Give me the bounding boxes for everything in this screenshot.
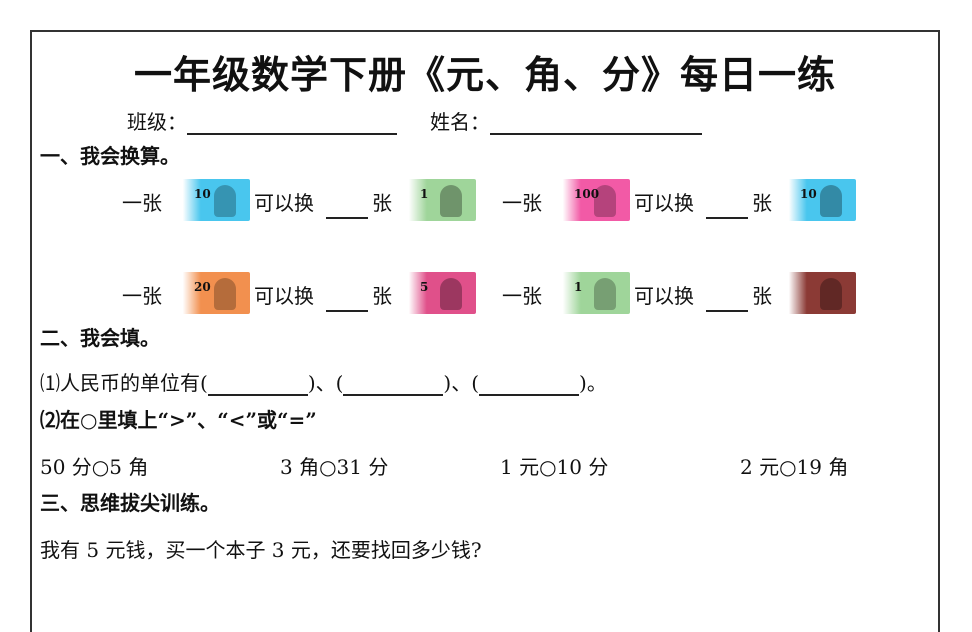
- banknote-image: 10: [168, 179, 250, 221]
- name-input[interactable]: [490, 113, 702, 135]
- comparison-1[interactable]: 50 分○5 角: [40, 455, 149, 479]
- answer-blank[interactable]: [326, 217, 368, 219]
- class-input[interactable]: [187, 113, 397, 135]
- q1-sep: )、(: [443, 371, 480, 395]
- banknote-value: 10: [194, 187, 211, 201]
- comparison-4[interactable]: 2 元○19 角: [740, 455, 849, 479]
- answer-blank[interactable]: [706, 217, 748, 219]
- banknote-image: 20: [168, 272, 250, 314]
- banknote-image: [774, 272, 856, 314]
- answer-blank[interactable]: [326, 310, 368, 312]
- banknote-image: 1: [394, 179, 476, 221]
- banknote-image: 5: [394, 272, 476, 314]
- portrait: [214, 185, 236, 217]
- can-exchange-label: 可以换: [254, 284, 314, 308]
- can-exchange-label: 可以换: [634, 191, 694, 215]
- sheet-label: 张: [752, 284, 772, 308]
- comparison-3[interactable]: 1 元○10 分: [500, 455, 609, 479]
- can-exchange-label: 可以换: [634, 284, 694, 308]
- name-label: 姓名：: [430, 110, 490, 134]
- one-sheet-label: 一张: [502, 191, 542, 215]
- one-sheet-label: 一张: [122, 284, 162, 308]
- portrait: [214, 278, 236, 310]
- banknote-image: 10: [774, 179, 856, 221]
- section3-heading: 三、思维拔尖训练。: [40, 491, 220, 515]
- sheet-label: 张: [752, 191, 772, 215]
- portrait: [820, 278, 842, 310]
- answer-blank[interactable]: [207, 374, 308, 396]
- banknote-value: 1: [420, 187, 429, 201]
- q1-end: )。: [579, 371, 607, 395]
- name-field: 姓名：: [430, 106, 702, 135]
- section2-heading: 二、我会填。: [40, 326, 160, 350]
- one-sheet-label: 一张: [122, 191, 162, 215]
- one-sheet-label: 一张: [502, 284, 542, 308]
- banknote-value: 100: [574, 187, 600, 201]
- sheet-label: 张: [372, 284, 392, 308]
- answer-blank[interactable]: [706, 310, 748, 312]
- portrait: [440, 278, 462, 310]
- sheet-label: 张: [372, 191, 392, 215]
- portrait: [594, 185, 616, 217]
- portrait: [440, 185, 462, 217]
- q1-sep: )、(: [307, 371, 344, 395]
- portrait: [594, 278, 616, 310]
- question-2: ⑵在○里填上“>”、“<”或“=”: [40, 408, 317, 432]
- answer-blank[interactable]: [479, 374, 580, 396]
- comparison-2[interactable]: 3 角○31 分: [280, 455, 389, 479]
- page-title: 一年级数学下册《元、角、分》每日一练: [133, 52, 836, 97]
- q1-text: ⑴人民币的单位有(: [40, 371, 208, 395]
- can-exchange-label: 可以换: [254, 191, 314, 215]
- class-field: 班级：: [127, 106, 397, 135]
- class-label: 班级：: [127, 110, 187, 134]
- banknote-value: 1: [574, 280, 583, 294]
- banknote-image: 100: [548, 179, 630, 221]
- answer-blank[interactable]: [343, 374, 444, 396]
- worksheet: 一年级数学下册《元、角、分》每日一练 班级： 姓名： 一、我会换算。 一张 10 可…: [30, 30, 940, 632]
- banknote-value: 5: [420, 280, 429, 294]
- banknote-value: 20: [194, 280, 211, 294]
- section3-question: 我有 5 元钱，买一个本子 3 元，还要找回多少钱?: [40, 538, 482, 562]
- portrait: [820, 185, 842, 217]
- banknote-image: 1: [548, 272, 630, 314]
- question-1: ⑴人民币的单位有( )、( )、( )。: [40, 367, 607, 396]
- banknote-value: 10: [800, 187, 817, 201]
- section1-heading: 一、我会换算。: [40, 144, 180, 168]
